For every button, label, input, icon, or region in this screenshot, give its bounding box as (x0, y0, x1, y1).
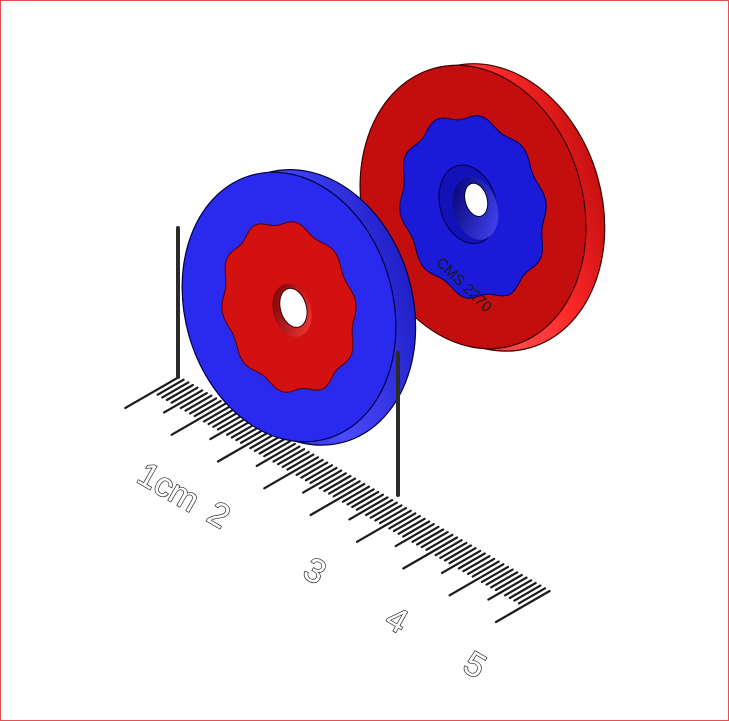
ruler-tick (328, 477, 357, 495)
ruler-label-2: 2 (201, 494, 236, 536)
ruler-tick (209, 416, 250, 441)
ruler-tick (355, 509, 412, 543)
ruler-tick (508, 581, 537, 600)
ruler-tick (448, 563, 505, 597)
ruler-tick (216, 413, 245, 431)
ruler-tick (263, 440, 292, 458)
ruler-label-1cm: 1cm (131, 455, 206, 520)
ruler-label-5: 5 (457, 644, 492, 686)
ruler-tick (402, 520, 431, 538)
ruler-tick (487, 576, 528, 601)
ruler-tick (480, 565, 510, 584)
ruler-tick (416, 528, 445, 546)
ruler-tick (462, 555, 491, 573)
ruler-tick (281, 450, 310, 468)
ruler-tick (513, 584, 542, 602)
ruler-tick (471, 560, 500, 578)
ruler-tick (517, 587, 547, 605)
ruler-tick (332, 480, 361, 498)
ruler-tick (494, 589, 551, 624)
ruler-tick (255, 442, 296, 467)
ruler-tick (425, 533, 454, 551)
ruler-tick (212, 410, 241, 428)
ruler-tick (189, 397, 218, 415)
ruler-tick (277, 448, 306, 466)
disk-back-red: CMS 2270 (359, 63, 606, 352)
ruler-tick (295, 458, 324, 476)
ruler-tick (443, 544, 472, 562)
ruler-tick (170, 386, 199, 404)
ruler-label-4: 4 (379, 599, 414, 641)
ruler-tick (165, 383, 194, 402)
ruler-tick (351, 490, 380, 509)
ruler-tick (323, 474, 352, 493)
disk-front-hole (279, 287, 308, 328)
ruler-tick (494, 573, 523, 592)
ruler-tick (374, 504, 403, 522)
ruler-tick (179, 392, 208, 410)
ruler-tick (304, 464, 333, 482)
ruler-tick (388, 512, 417, 530)
ruler-tick (490, 571, 519, 589)
ruler-tick (124, 375, 181, 410)
ruler-tick (302, 469, 343, 494)
ruler-tick (163, 389, 204, 414)
disk-back-hole (464, 182, 489, 217)
ruler-tick (348, 496, 389, 521)
ruler-tick (253, 434, 282, 452)
ruler-tick (161, 381, 190, 399)
ruler-tick (394, 522, 435, 548)
ruler-tick (365, 499, 394, 517)
ruler-tick (434, 539, 463, 557)
ruler-tick (504, 579, 533, 597)
ruler-tick (485, 568, 514, 586)
ruler-tick (440, 549, 482, 575)
ruler-ticks (124, 375, 551, 624)
ruler-tick (207, 408, 236, 426)
ruler-tick (318, 472, 347, 490)
ruler-label-3: 3 (297, 550, 332, 592)
thickness-guides (176, 226, 400, 497)
ruler-tick (448, 547, 477, 565)
ruler-tick (170, 402, 227, 436)
ruler-tick (184, 394, 213, 412)
disk-front-blue (181, 169, 417, 446)
ruler-tick (378, 507, 408, 525)
ruler-tick (309, 466, 338, 484)
ruler-tick (216, 429, 273, 463)
ruler: 1cm 2 3 4 5 (124, 375, 551, 687)
ruler-tick (193, 400, 222, 418)
ruler-tick (309, 482, 366, 517)
ruler-tick (156, 378, 185, 396)
ruler-tick (467, 557, 496, 576)
ruler-tick (258, 437, 287, 455)
ruler-tick (392, 514, 421, 533)
ruler-tick (263, 456, 320, 490)
ruler-tick (341, 485, 371, 503)
ruler-tick (439, 541, 468, 560)
ruler-tick (369, 501, 398, 519)
ruler-tick (346, 488, 375, 506)
ruler-tick (397, 517, 426, 535)
ruler-tick (402, 536, 459, 570)
ruler-tick (202, 405, 232, 423)
ruler-tick (457, 552, 486, 570)
ruler-tick (286, 453, 315, 471)
ruler-tick (300, 461, 329, 479)
ruler-tick (355, 493, 384, 511)
ruler-tick (272, 445, 301, 463)
ruler-tick (420, 530, 449, 549)
ruler-tick (411, 525, 440, 543)
